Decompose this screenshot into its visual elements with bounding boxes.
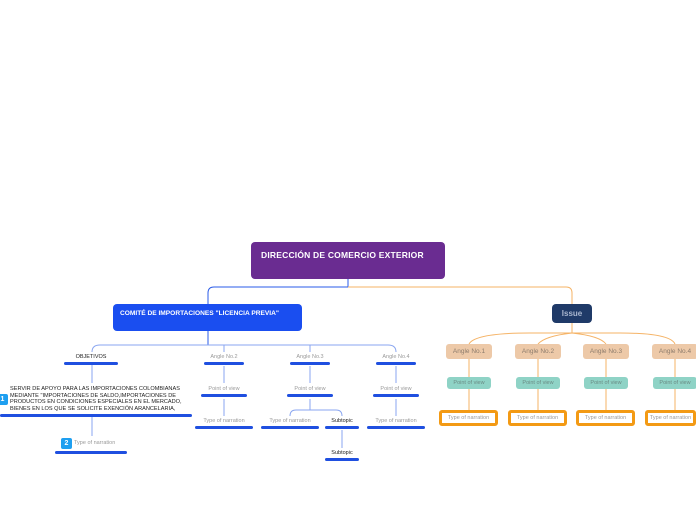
right-angle-3-narration[interactable]: Type of narration (576, 410, 635, 426)
left-angle-4-underline (376, 362, 416, 365)
left-angle-2-pov[interactable]: Point of view (208, 386, 240, 392)
left-angle-4[interactable]: Angle No.4 (382, 354, 410, 360)
right-angle-2-pov[interactable]: Point of view (516, 377, 560, 389)
objetivos-narration[interactable]: Type of narration (74, 440, 116, 446)
left-angle-3-subtopic-2-underline (325, 458, 359, 461)
left-angle-3-subtopic-1-underline (325, 426, 359, 429)
objetivos-narration-underline (55, 451, 127, 454)
right-angle-1-narration[interactable]: Type of narration (439, 410, 498, 426)
objetivos-text-line-2: MEDIANTE "IMPORTACIONES DE SALDO,IMPORTA… (10, 392, 176, 399)
objetivos-text[interactable]: SERVIR DE APOYO PARA LAS IMPORTACIONES C… (10, 386, 188, 412)
objetivos-text-line-4: BIENES EN LOS QUE SE SOLICITE EXENCIÓN A… (10, 405, 176, 412)
left-angle-3-narration[interactable]: Type of narration (269, 418, 311, 424)
left-angle-3-pov[interactable]: Point of view (294, 386, 326, 392)
right-angle-3-pov[interactable]: Point of view (584, 377, 628, 389)
left-angle-3-subtopic-1[interactable]: Subtopic (331, 418, 353, 424)
right-angle-3[interactable]: Angle No.3 (583, 344, 629, 359)
badge-2: 2 (61, 438, 72, 449)
left-angle-2[interactable]: Angle No.2 (210, 354, 238, 360)
right-angle-4-pov[interactable]: Point of view (653, 377, 696, 389)
left-angle-3-pov-underline (287, 394, 333, 397)
left-angle-4-pov-underline (373, 394, 419, 397)
left-angle-4-narration-underline (367, 426, 425, 429)
right-angle-1[interactable]: Angle No.1 (446, 344, 492, 359)
left-angle-3-underline (290, 362, 330, 365)
objetivos-text-underline (0, 414, 192, 417)
left-angle-3-subtopic-2[interactable]: Subtopic (331, 450, 353, 456)
objetivos-text-line-1: SERVIR DE APOYO PARA LAS IMPORTACIONES C… (10, 386, 180, 392)
right-angle-2-narration[interactable]: Type of narration (508, 410, 567, 426)
objetivos-underline (64, 362, 118, 365)
right-angle-4[interactable]: Angle No.4 (652, 344, 696, 359)
left-angle-2-underline (204, 362, 244, 365)
left-angle-2-narration-underline (195, 426, 253, 429)
badge-1: 1 (0, 394, 8, 405)
left-angle-3[interactable]: Angle No.3 (296, 354, 324, 360)
left-angle-4-narration[interactable]: Type of narration (375, 418, 417, 424)
right-angle-2[interactable]: Angle No.2 (515, 344, 561, 359)
left-angle-4-pov[interactable]: Point of view (380, 386, 412, 392)
right-angle-4-narration[interactable]: Type of narration (645, 410, 696, 426)
left-angle-2-pov-underline (201, 394, 247, 397)
left-angle-2-narration[interactable]: Type of narration (203, 418, 245, 424)
objetivos-topic[interactable]: OBJETIVOS (75, 354, 107, 360)
left-angle-3-narration-underline (261, 426, 319, 429)
root-topic[interactable]: DIRECCIÓN DE COMERCIO EXTERIOR (251, 242, 445, 279)
main-topic-issue[interactable]: Issue (552, 304, 592, 323)
objetivos-text-line-3: PRODUCTOS EN CONDICIONES ESPECIALES EN E… (10, 399, 182, 405)
main-topic-comite[interactable]: COMITÉ DE IMPORTACIONES "LICENCIA PREVIA… (113, 304, 302, 331)
right-angle-1-pov[interactable]: Point of view (447, 377, 491, 389)
